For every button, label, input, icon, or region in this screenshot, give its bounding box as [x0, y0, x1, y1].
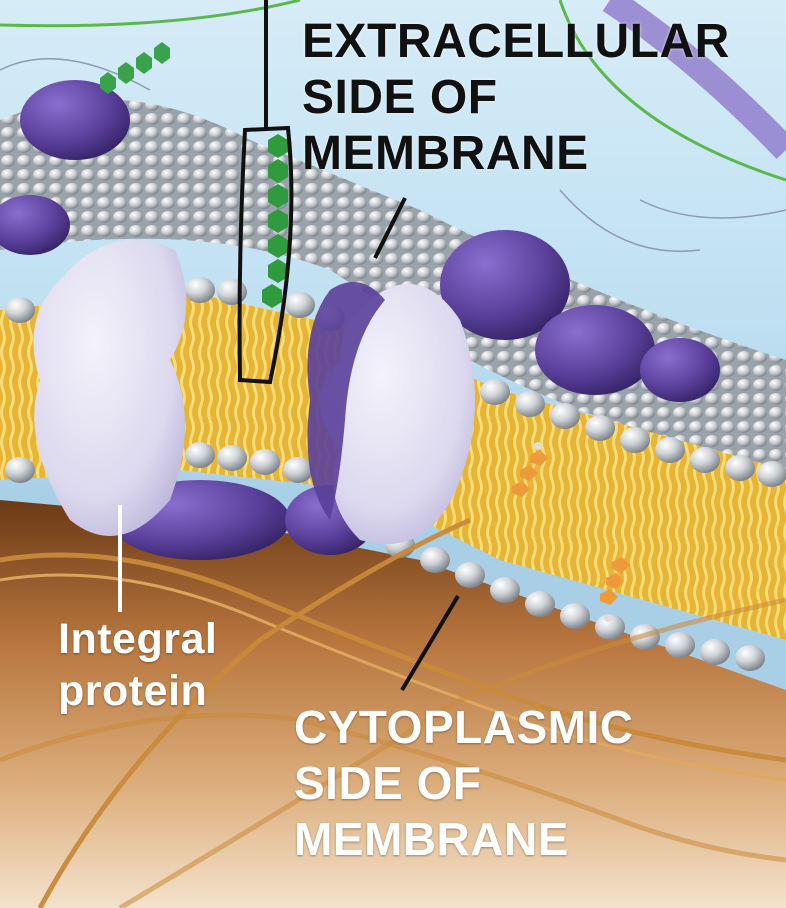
extracellular-label-line-1: EXTRACELLULAR: [302, 15, 730, 68]
extracellular-label-line-3: MEMBRANE: [302, 127, 589, 180]
integral-protein-label: Integral protein: [58, 618, 217, 722]
cytoplasmic-label-line-3: MEMBRANE: [294, 813, 569, 865]
integral-protein-right: [320, 284, 475, 544]
integral-protein-left: [33, 240, 187, 536]
extracellular-side-label: EXTRACELLULAR SIDE OF MEMBRANE: [302, 18, 730, 186]
cytoplasmic-label-line-1: CYTOPLASMIC: [294, 701, 634, 753]
cytoplasmic-side-label: CYTOPLASMIC SIDE OF MEMBRANE: [294, 704, 633, 872]
cholesterol-molecules: [512, 442, 630, 622]
carbohydrate-chain: [100, 42, 288, 308]
integral-label-line-2: protein: [58, 667, 208, 715]
cytoplasmic-label-line-2: SIDE OF: [294, 757, 482, 809]
cytoplasm-background: [0, 500, 786, 908]
integral-label-line-1: Integral: [58, 615, 218, 663]
inner-head-row-upper: [5, 442, 313, 483]
integral-protein-right-shadow: [307, 282, 385, 520]
cytoplasmic-leader-line: [400, 594, 460, 692]
cytoskeleton: [0, 517, 786, 908]
outer-head-row: [5, 277, 786, 487]
glycolipid-outline: [237, 125, 294, 385]
extracellular-label-line-2: SIDE OF: [302, 71, 498, 124]
extracellular-leader-line: [373, 197, 407, 259]
